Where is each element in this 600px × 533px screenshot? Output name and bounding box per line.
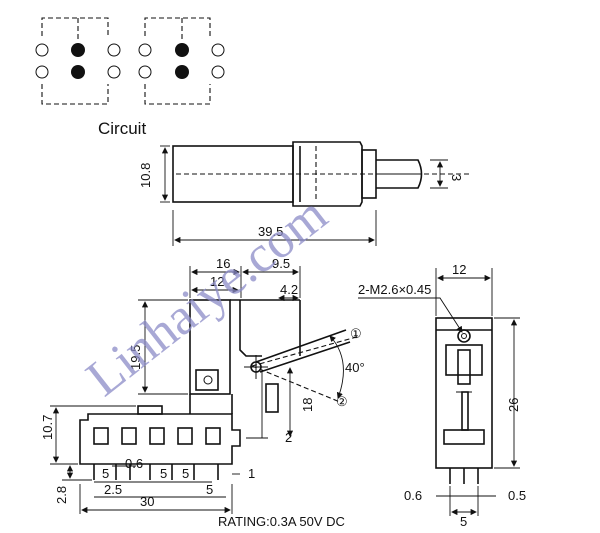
dim-2: 2 — [285, 430, 292, 445]
dim-side-height: 10.8 — [138, 163, 153, 188]
dim-5a: 5 — [102, 466, 109, 481]
dim-end-0-6: 0.6 — [404, 488, 422, 503]
circuit-contact-active — [175, 43, 189, 57]
position-1-marker: ① — [350, 326, 362, 341]
dim-1: 1 — [248, 466, 255, 481]
circuit-right — [138, 17, 225, 105]
circuit-contact-active — [71, 43, 85, 57]
dim-side-length: 39.5 — [258, 224, 283, 239]
dim-16: 16 — [216, 256, 230, 271]
circuit-diagram: Circuit — [35, 17, 225, 138]
dim-10-7: 10.7 — [40, 415, 55, 440]
dim-end-5: 5 — [460, 514, 467, 529]
circuit-label: Circuit — [98, 119, 146, 138]
dim-end-0-5: 0.5 — [508, 488, 526, 503]
dim-end-width: 12 — [452, 262, 466, 277]
dim-5d: 5 — [206, 482, 213, 497]
circuit-contact-active — [71, 65, 85, 79]
watermark: Linhaiye.com — [76, 186, 338, 408]
end-view: 12 2-M2.6×0.45 26 0.6 0.5 5 — [358, 262, 526, 529]
circuit-left — [35, 17, 121, 105]
dim-2-5: 2.5 — [104, 482, 122, 497]
dim-shaft: 3 — [449, 174, 464, 181]
front-view: 40° ① ② 16 9.5 12 4.2 — [40, 256, 365, 514]
dim-2-8: 2.8 — [54, 486, 69, 504]
dim-5b: 5 — [160, 466, 167, 481]
circuit-contact-active — [175, 65, 189, 79]
dim-18: 18 — [300, 398, 315, 412]
hole-callout: 2-M2.6×0.45 — [358, 282, 431, 297]
dim-30: 30 — [140, 494, 154, 509]
dim-0-6: 0.6 — [125, 456, 143, 471]
dim-12: 12 — [210, 274, 224, 289]
rating-label: RATING:0.3A 50V DC — [218, 514, 345, 529]
dim-9-5: 9.5 — [272, 256, 290, 271]
dim-5c: 5 — [182, 466, 189, 481]
dim-19-5: 19.5 — [128, 345, 143, 370]
lever-angle: 40° — [345, 360, 365, 375]
dim-4-2: 4.2 — [280, 282, 298, 297]
dim-end-height: 26 — [506, 398, 521, 412]
position-2-marker: ② — [336, 394, 348, 409]
side-view: 10.8 3 39.5 — [138, 141, 470, 246]
